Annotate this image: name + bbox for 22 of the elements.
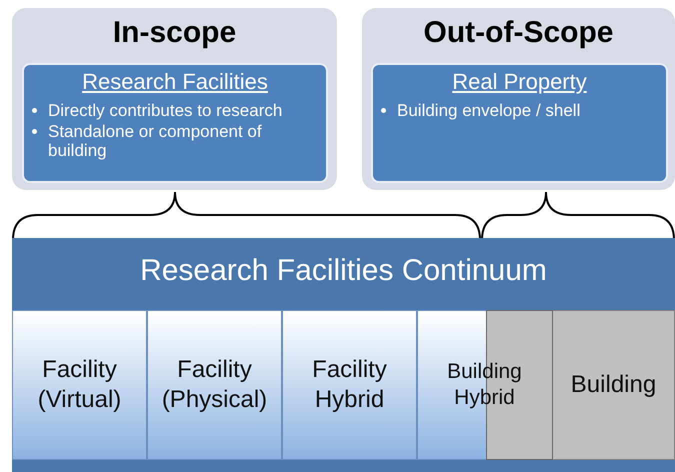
continuum-band <box>12 238 675 472</box>
bullet-text: Directly contributes to research <box>48 101 282 120</box>
category-card <box>371 63 668 183</box>
cell-label: Facility (Physical) <box>160 355 268 415</box>
cell-label: Facility (Virtual) <box>36 355 122 415</box>
cell-label: Building <box>570 370 658 400</box>
scope-panel <box>362 8 675 190</box>
continuum-cell <box>552 310 675 460</box>
continuum-cell <box>147 310 282 460</box>
heading: Out-of-Scope <box>422 16 614 50</box>
cell-label: Facility Hybrid <box>311 355 388 415</box>
category-card <box>22 63 328 183</box>
continuum-cell <box>417 310 552 460</box>
bullet-text: Standalone or component of building <box>48 122 262 160</box>
heading: Research Facilities Continuum <box>139 254 548 288</box>
scope-panel <box>12 8 337 190</box>
card-title: Real Property <box>451 69 588 95</box>
continuum-cell <box>282 310 417 460</box>
bullet-text: Building envelope / shell <box>397 101 580 120</box>
continuum-cell <box>12 310 147 460</box>
heading: In-scope <box>112 16 238 50</box>
card-title: Research Facilities <box>81 69 269 95</box>
